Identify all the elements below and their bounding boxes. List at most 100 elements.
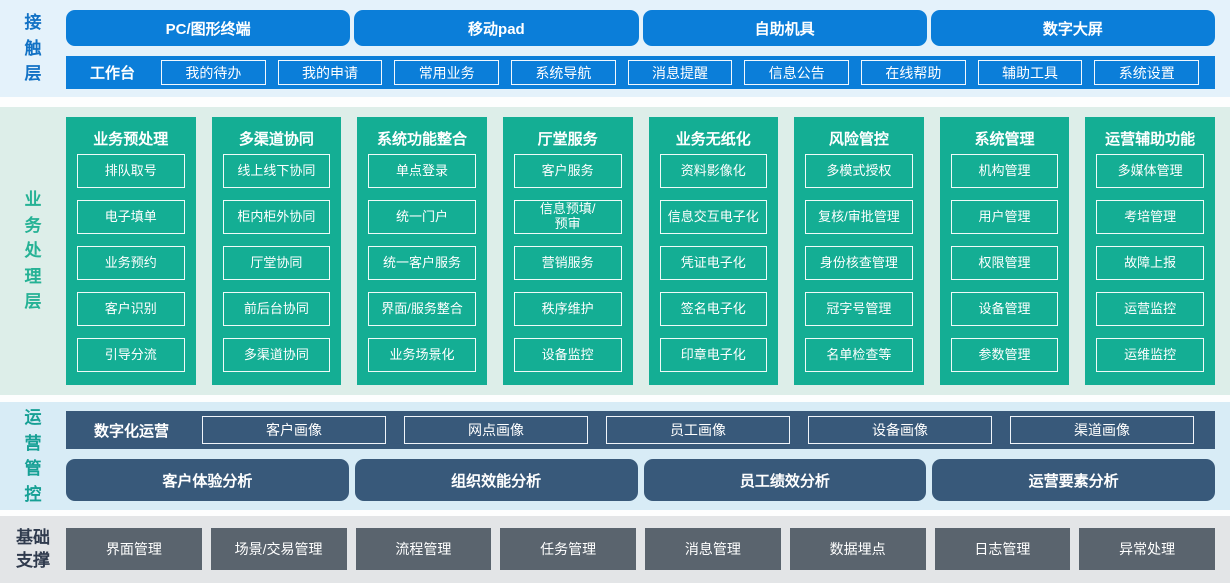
biz-item: 客户服务 [513, 154, 622, 188]
biz-item: 凭证电子化 [659, 246, 768, 280]
analysis-customer-experience: 客户体验分析 [66, 459, 349, 501]
column-title: 业务预处理 [93, 131, 169, 148]
column-title: 系统功能整合 [377, 131, 468, 148]
analysis-row: 客户体验分析 组织效能分析 员工绩效分析 运营要素分析 [66, 459, 1215, 501]
column-title: 厅堂服务 [537, 131, 598, 148]
biz-item: 机构管理 [950, 154, 1059, 188]
workbench-item-my-application: 我的申请 [277, 60, 383, 85]
biz-item: 运维监控 [1096, 338, 1204, 372]
column-business-preprocessing: 业务预处理 排队取号 电子填单 业务预约 客户识别 引导分流 [66, 117, 196, 385]
biz-item: 名单检查等 [805, 338, 913, 372]
biz-item: 业务场景化 [368, 338, 476, 372]
biz-item: 引导分流 [77, 338, 185, 372]
biz-item: 运营监控 [1096, 292, 1204, 326]
operation-layer-label-strip: 运营管控 [0, 402, 66, 510]
biz-item: 电子填单 [77, 200, 185, 234]
operation-layer: 运营管控 数字化运营 客户画像 网点画像 员工画像 设备画像 渠道画像 客户体验… [0, 402, 1230, 510]
foundation-row: 界面管理 场景/交易管理 流程管理 任务管理 消息管理 数据埋点 日志管理 异常… [66, 516, 1215, 570]
biz-item: 线上线下协同 [222, 154, 331, 188]
foundation-layer-content: 界面管理 场景/交易管理 流程管理 任务管理 消息管理 数据埋点 日志管理 异常… [66, 516, 1230, 583]
foundation-exception-handling: 异常处理 [1079, 528, 1215, 570]
workbench-item-my-todo: 我的待办 [161, 60, 266, 85]
column-paperless-business: 业务无纸化 资料影像化 信息交互电子化 凭证电子化 签名电子化 印章电子化 [648, 117, 779, 385]
biz-item: 厅堂协同 [222, 246, 331, 280]
biz-item: 资料影像化 [659, 154, 768, 188]
column-system-function-integration: 系统功能整合 单点登录 统一门户 统一客户服务 界面/服务整合 业务场景化 [357, 117, 487, 385]
contact-layer-label-strip: 接触层 [0, 0, 66, 97]
channel-self-service: 自助机具 [642, 10, 927, 46]
workbench-item-info-announcement: 信息公告 [744, 60, 850, 85]
column-system-management: 系统管理 机构管理 用户管理 权限管理 设备管理 参数管理 [939, 117, 1070, 385]
column-title: 业务无纸化 [675, 131, 751, 148]
column-multichannel-collaboration: 多渠道协同 线上线下协同 柜内柜外协同 厅堂协同 前后台协同 多渠道协同 [211, 117, 342, 385]
biz-item: 柜内柜外协同 [222, 200, 331, 234]
workbench-item-online-help: 在线帮助 [861, 60, 966, 85]
biz-item: 界面/服务整合 [368, 292, 476, 326]
biz-item: 排队取号 [77, 154, 185, 188]
foundation-layer-label: 基础支撑 [16, 527, 50, 570]
column-lobby-services: 厅堂服务 客户服务 信息预填/ 预审 营销服务 秩序维护 设备监控 [502, 117, 633, 385]
biz-item: 多模式授权 [805, 154, 913, 188]
contact-layer: 接触层 PC/图形终端 移动pad 自助机具 数字大屏 工作台 我的待办 我的申… [0, 0, 1230, 97]
foundation-data-tracking: 数据埋点 [789, 528, 926, 570]
column-title: 运营辅助功能 [1105, 131, 1196, 148]
channel-pc-terminal: PC/图形终端 [66, 10, 351, 46]
contact-layer-content: PC/图形终端 移动pad 自助机具 数字大屏 工作台 我的待办 我的申请 常用… [66, 0, 1230, 97]
foundation-log-management: 日志管理 [934, 528, 1071, 570]
operation-layer-content: 数字化运营 客户画像 网点画像 员工画像 设备画像 渠道画像 客户体验分析 组织… [66, 402, 1230, 510]
biz-item: 信息交互电子化 [659, 200, 768, 234]
biz-item: 多渠道协同 [222, 338, 331, 372]
biz-item: 营销服务 [513, 246, 622, 280]
portrait-device: 设备画像 [808, 416, 993, 444]
foundation-process-management: 流程管理 [355, 528, 492, 570]
portrait-branch: 网点画像 [404, 416, 589, 444]
portrait-employee: 员工画像 [606, 416, 791, 444]
column-title: 系统管理 [974, 131, 1035, 148]
biz-item: 签名电子化 [659, 292, 768, 326]
biz-item: 设备监控 [513, 338, 622, 372]
portrait-channel: 渠道画像 [1010, 416, 1195, 444]
biz-item: 业务预约 [77, 246, 185, 280]
business-layer: 业务处理层 业务预处理 排队取号 电子填单 业务预约 客户识别 引导分流 多渠道… [0, 107, 1230, 395]
business-layer-content: 业务预处理 排队取号 电子填单 业务预约 客户识别 引导分流 多渠道协同 线上线… [66, 107, 1230, 395]
operation-layer-label: 运营管控 [24, 408, 42, 504]
biz-item: 复核/审批管理 [805, 200, 913, 234]
digital-operation-label: 数字化运营 [94, 422, 170, 440]
biz-item: 设备管理 [950, 292, 1059, 326]
foundation-scene-transaction-management: 场景/交易管理 [210, 528, 347, 570]
analysis-employee-performance: 员工绩效分析 [643, 459, 927, 501]
biz-item: 故障上报 [1096, 246, 1204, 280]
column-title: 多渠道协同 [238, 131, 314, 148]
biz-item: 身份核查管理 [805, 246, 913, 280]
biz-item: 客户识别 [77, 292, 185, 326]
biz-item: 参数管理 [950, 338, 1059, 372]
biz-item: 统一门户 [368, 200, 476, 234]
workbench-bar: 工作台 我的待办 我的申请 常用业务 系统导航 消息提醒 信息公告 在线帮助 辅… [66, 56, 1215, 89]
biz-item: 权限管理 [950, 246, 1059, 280]
foundation-layer-label-strip: 基础支撑 [0, 516, 66, 583]
business-layer-label: 业务处理层 [24, 190, 42, 312]
foundation-task-management: 任务管理 [500, 528, 636, 570]
digital-operation-bar: 数字化运营 客户画像 网点画像 员工画像 设备画像 渠道画像 [66, 411, 1215, 449]
biz-item: 统一客户服务 [368, 246, 476, 280]
biz-item: 考培管理 [1096, 200, 1204, 234]
workbench-label: 工作台 [90, 65, 136, 82]
biz-item: 信息预填/ 预审 [513, 200, 622, 234]
foundation-layer: 基础支撑 界面管理 场景/交易管理 流程管理 任务管理 消息管理 数据埋点 日志… [0, 516, 1230, 583]
workbench-item-message-reminder: 消息提醒 [627, 60, 733, 85]
workbench-item-common-business: 常用业务 [394, 60, 500, 85]
column-title: 风险管控 [828, 131, 889, 148]
analysis-organizational-efficiency: 组织效能分析 [354, 459, 638, 501]
biz-item: 印章电子化 [659, 338, 768, 372]
workbench-item-auxiliary-tools: 辅助工具 [977, 60, 1083, 85]
business-columns: 业务预处理 排队取号 电子填单 业务预约 客户识别 引导分流 多渠道协同 线上线… [66, 107, 1215, 395]
foundation-ui-management: 界面管理 [66, 528, 202, 570]
biz-item: 冠字号管理 [805, 292, 913, 326]
foundation-message-management: 消息管理 [645, 528, 781, 570]
column-risk-control: 风险管控 多模式授权 复核/审批管理 身份核查管理 冠字号管理 名单检查等 [794, 117, 924, 385]
portrait-customer: 客户画像 [202, 416, 387, 444]
workbench-item-system-navigation: 系统导航 [511, 60, 616, 85]
business-layer-label-strip: 业务处理层 [0, 107, 66, 395]
biz-item: 秩序维护 [513, 292, 622, 326]
